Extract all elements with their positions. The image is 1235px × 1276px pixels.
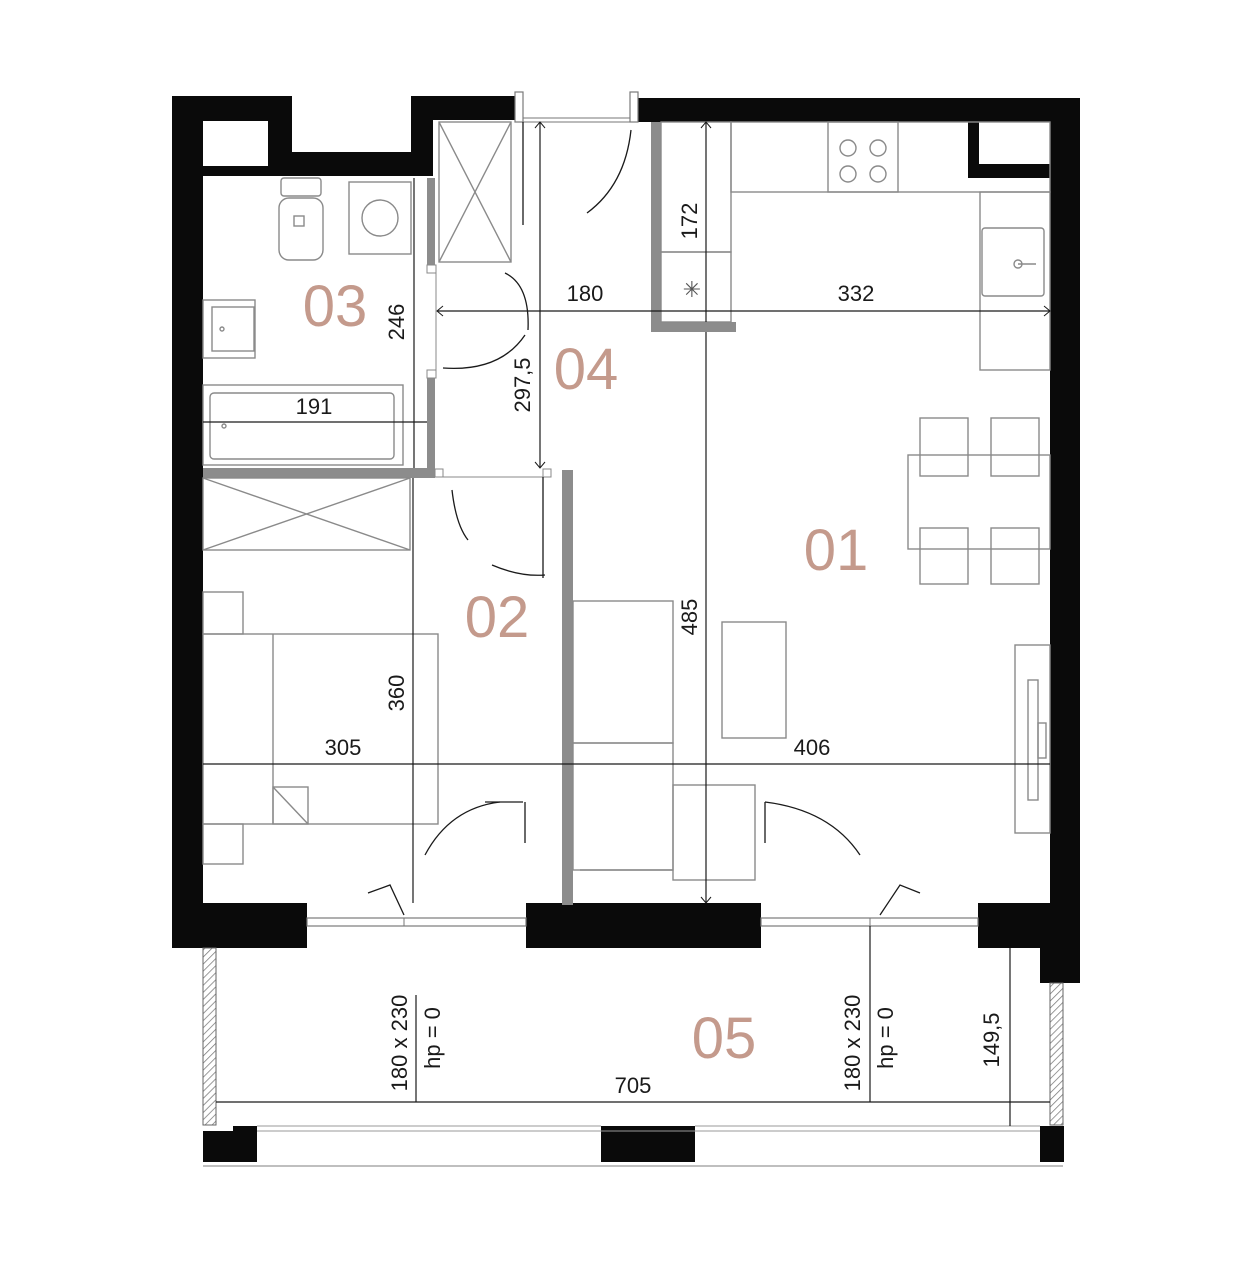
balcony-railing [202, 947, 1064, 1167]
windows [306, 91, 979, 927]
dim-297-5: 297,5 [510, 357, 535, 412]
dim-485: 485 [677, 599, 702, 636]
room-label-04: 04 [554, 337, 619, 402]
exterior-walls [172, 96, 1080, 1162]
dim-191: 191 [296, 394, 333, 419]
dim-172: 172 [677, 203, 702, 240]
dim-305: 305 [325, 735, 362, 760]
dim-705: 705 [615, 1073, 652, 1098]
door-swings [367, 122, 921, 916]
window-size-left: 180 x 230 [387, 995, 412, 1092]
window-size-right: 180 x 230 [840, 995, 865, 1092]
dim-332: 332 [838, 281, 875, 306]
room-label-02: 02 [465, 585, 530, 650]
window-hp-right: hp = 0 [873, 1007, 898, 1069]
room-label-01: 01 [804, 518, 869, 583]
dim-406: 406 [794, 735, 831, 760]
dim-246: 246 [384, 304, 409, 341]
dim-180: 180 [567, 281, 604, 306]
svg-text:✳: ✳ [683, 278, 701, 303]
room-label-03: 03 [303, 274, 368, 339]
interior-partitions [203, 122, 736, 905]
dim-149-5: 149,5 [979, 1012, 1004, 1067]
room-label-05: 05 [692, 1006, 757, 1071]
window-hp-left: hp = 0 [420, 1007, 445, 1069]
furniture: ✳ [202, 121, 1051, 881]
dim-360: 360 [384, 675, 409, 712]
room-labels: 03 04 01 02 05 [303, 274, 869, 1071]
dimension-labels: 172 180 332 246 297,5 191 485 360 305 40… [296, 203, 1004, 1098]
dimension-lines [203, 121, 1051, 1126]
